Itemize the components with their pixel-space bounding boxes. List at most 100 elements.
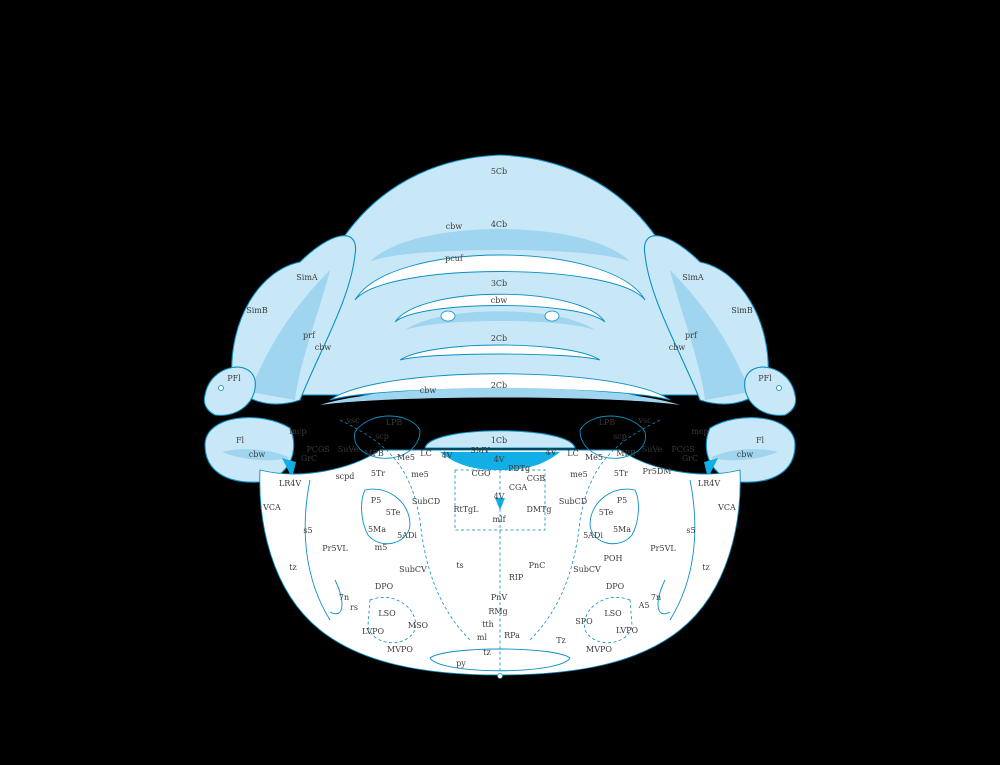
label-lso-left: LSO — [378, 609, 396, 618]
superior-olive-left — [367, 597, 416, 644]
superior-cerebellar-peduncle-right — [579, 415, 646, 459]
label-me5-left: Me5 — [397, 453, 415, 462]
label-7n-left: 7n — [339, 593, 349, 602]
label-7n-right: 7n — [651, 593, 661, 602]
nuclear-boundary-left — [339, 419, 471, 641]
bottom-point — [497, 673, 503, 679]
label-me5-right: Me5 — [585, 453, 603, 462]
label-mvpo-left: MVPO — [387, 645, 413, 654]
facial-nerve-right — [657, 579, 671, 615]
label-4v-right: 4V — [546, 448, 557, 457]
flocculus-left-cbw — [222, 449, 290, 461]
label-simb-left: SimB — [246, 306, 268, 315]
label-5ma-right: 5Ma — [613, 525, 631, 534]
tegmental-box — [454, 469, 546, 531]
brainstem — [218, 385, 782, 679]
label-3cb: 3Cb — [491, 279, 507, 288]
vermis-hole-left — [440, 310, 456, 322]
label-py: py — [456, 659, 466, 668]
label-s5-left: s5 — [303, 526, 312, 535]
label-lr4v-right: LR4V — [698, 479, 720, 488]
label-me5-lower-left: me5 — [411, 470, 428, 479]
label-5adi-right: 5ADi — [583, 531, 603, 540]
label-pr5vl-right: Pr5VL — [650, 544, 676, 553]
label-vsc-right: vsc — [637, 416, 652, 425]
vermis-white-matter-4cb — [370, 229, 630, 262]
label-mcp-right: mcp — [691, 427, 708, 436]
label-4v-lower: 4V — [494, 492, 505, 501]
label-vca-right: VCA — [717, 503, 736, 512]
label-mlf: mlf — [492, 515, 506, 524]
fourth-ventricle — [440, 452, 560, 470]
label-subcv-right: SubCV — [573, 565, 601, 574]
label-scpd: scpd — [336, 472, 355, 481]
label-suve-right: SuVe — [642, 445, 663, 454]
brainstem-outline — [259, 449, 741, 676]
label-vsc-left: vsc — [345, 416, 360, 425]
trigeminal-tract-left — [304, 479, 331, 621]
label-dmtg: DMTg — [526, 505, 551, 514]
label-5te-left: 5Te — [386, 508, 401, 517]
label-mvpo-right: MVPO — [586, 645, 612, 654]
label-pnv: PnV — [491, 593, 508, 602]
label-cbw-2: cbw — [420, 386, 437, 395]
hemisphere-left-cbw — [250, 270, 330, 400]
label-p5-right: P5 — [617, 496, 627, 505]
label-s5-right: s5 — [686, 526, 695, 535]
label-pcgs-right: PCGS — [671, 445, 694, 454]
label-subcv-left: SubCV — [399, 565, 427, 574]
label-fl-left: Fl — [236, 436, 245, 445]
label-lvpo-right: LVPO — [616, 626, 639, 635]
superior-cerebellar-peduncle-left — [354, 415, 421, 459]
label-rs: rs — [350, 603, 358, 612]
label-1cb: 1Cb — [491, 436, 507, 445]
vermis-1cb — [424, 430, 576, 449]
label-5ma-left: 5Ma — [368, 525, 386, 534]
label-pfl-left: PFl — [227, 374, 241, 383]
pfl-knob-right — [776, 385, 782, 391]
label-spo: SPO — [575, 617, 593, 626]
label-lpb-left: LPB — [386, 418, 403, 427]
label-4cb: 4Cb — [491, 220, 507, 229]
paraflocculus-right — [744, 366, 797, 416]
label-cgb: CGB — [527, 474, 546, 483]
cerebellum — [231, 154, 769, 449]
label-cbw-left: cbw — [315, 343, 332, 352]
label-pcgs-left: PCGS — [306, 445, 329, 454]
lateral-recess-left — [282, 458, 296, 478]
label-lso-right: LSO — [604, 609, 622, 618]
label-lvpo-left: LVPO — [362, 627, 385, 636]
lateral-recess-right — [704, 458, 718, 478]
vermis-band-2cb — [399, 344, 601, 361]
label-mcp-left: mcp — [289, 427, 306, 436]
label-2cb-upper: 2Cb — [491, 334, 507, 343]
label-5tr-right: 5Tr — [614, 469, 628, 478]
label-cgo: CGO — [471, 469, 491, 478]
label-tz-right: tz — [702, 563, 709, 572]
label-pdtg: PDTg — [508, 464, 530, 473]
pfl-knob-left — [218, 385, 224, 391]
label-cbw-top: cbw — [446, 222, 463, 231]
label-fl-right: Fl — [756, 436, 765, 445]
label-lpb-right: LPB — [599, 418, 616, 427]
vermis-hole-right — [544, 310, 560, 322]
label-tz-bottom: tz — [483, 648, 490, 657]
label-pr5vl-left: Pr5VL — [322, 544, 348, 553]
label-lc-left: LC — [420, 449, 431, 458]
label-prf-right: prf — [685, 331, 698, 340]
label-tz-lower-right: Tz — [556, 636, 566, 645]
label-m5: m5 — [375, 543, 388, 552]
label-5te-right: 5Te — [599, 508, 614, 517]
label-subcd-right: SubCD — [559, 497, 587, 506]
label-5cb: 5Cb — [491, 167, 507, 176]
label-scp-right: scp — [613, 432, 627, 441]
label-prf-left: prf — [303, 331, 316, 340]
flocculus-group — [203, 366, 797, 483]
vermis-white-matter-2cb — [320, 387, 680, 405]
label-grc-left: GrC — [301, 454, 317, 463]
nuclear-boundary-right — [529, 419, 661, 641]
label-pfl-right: PFl — [758, 374, 772, 383]
label-5adi-left: 5ADi — [397, 531, 417, 540]
